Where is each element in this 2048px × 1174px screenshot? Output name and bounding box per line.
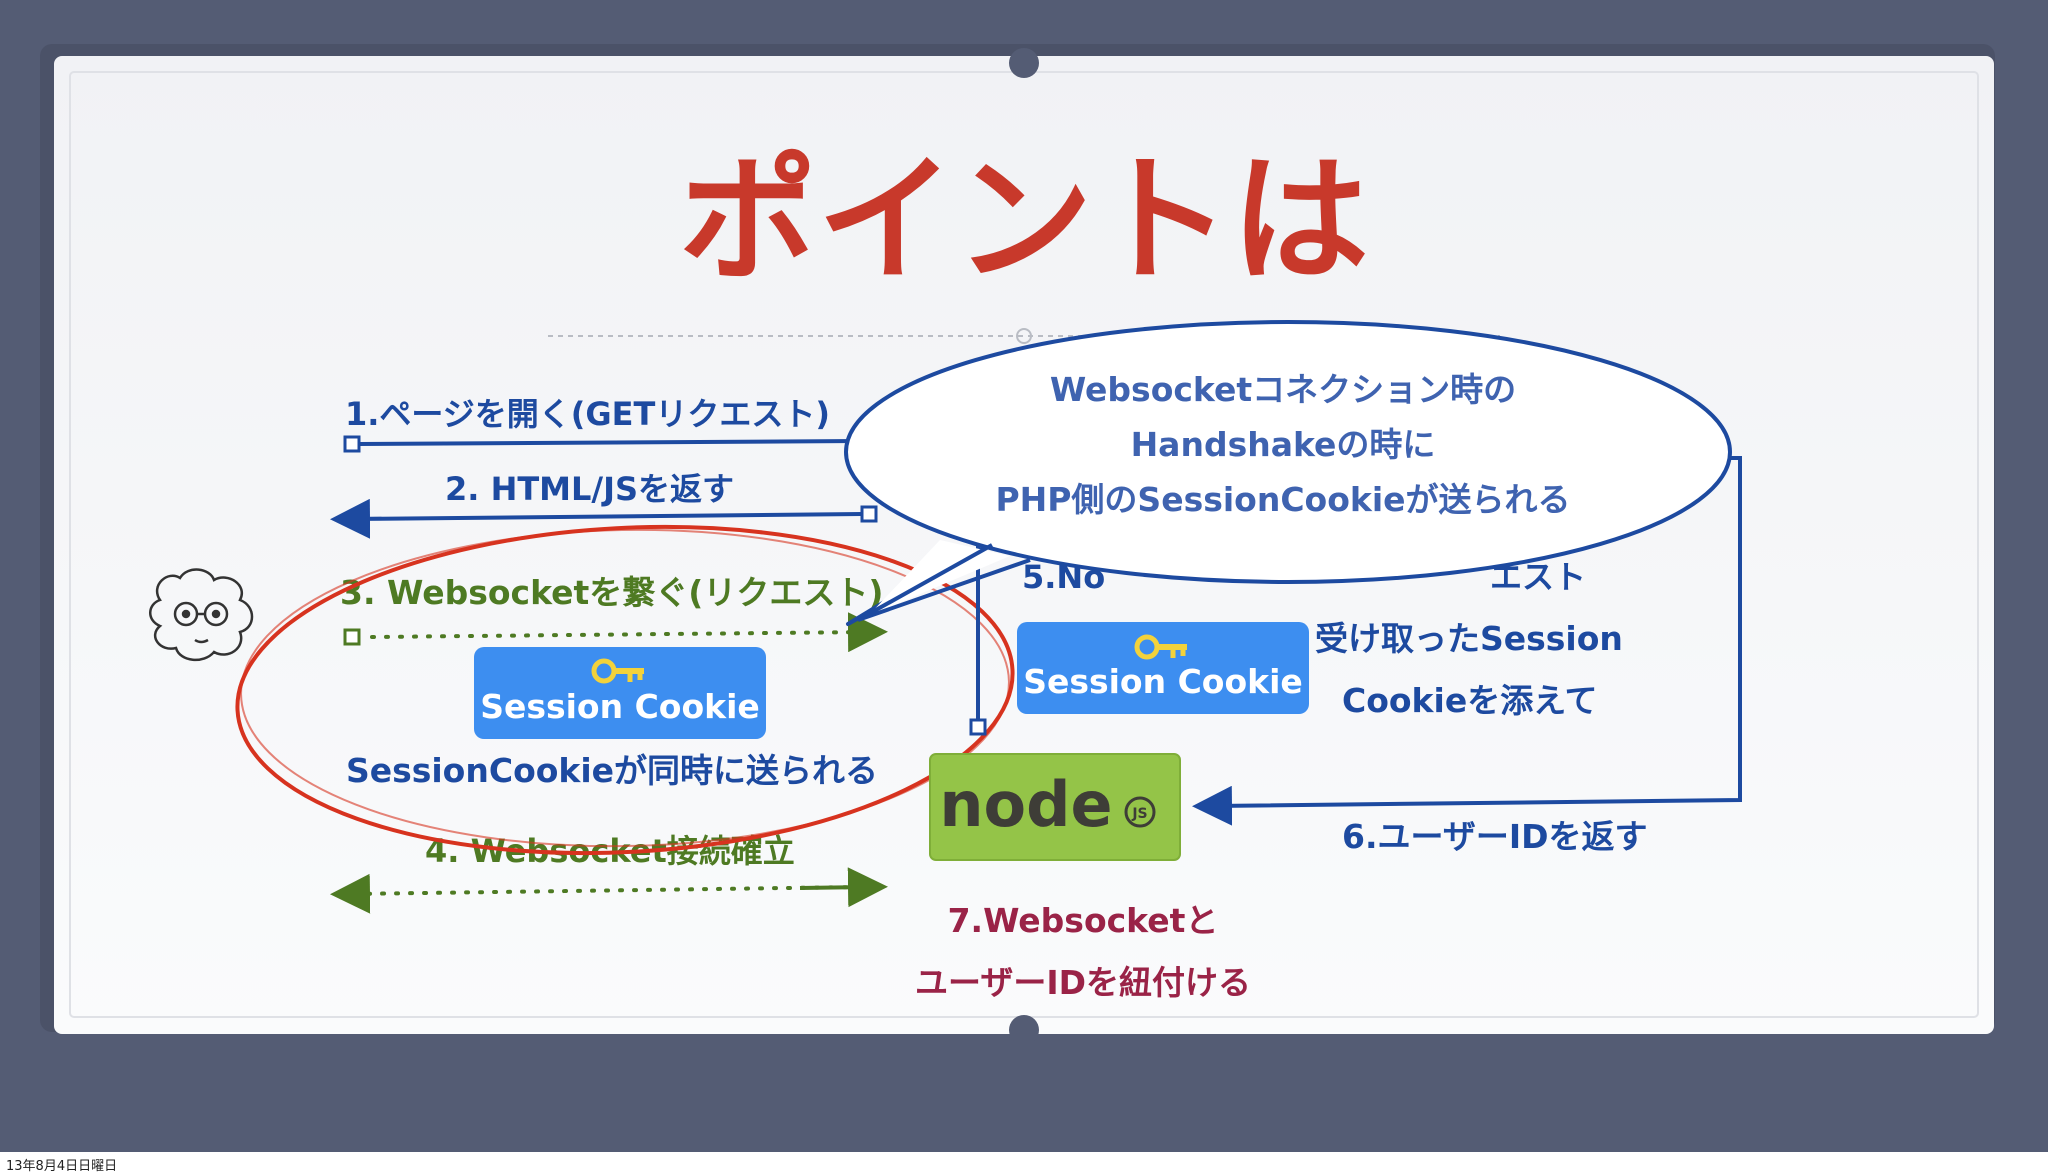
bottom-pin bbox=[1009, 1015, 1039, 1045]
step-7-line-1: 7.Websocketと bbox=[948, 901, 1219, 940]
callout-bubble: Websocketコネクション時の Handshakeの時に PHP側のSess… bbox=[844, 320, 1732, 626]
date-footer: 13年8月4日日曜日 bbox=[6, 1159, 118, 1174]
key-icon bbox=[591, 658, 644, 684]
callout-tail-edge-2 bbox=[857, 558, 1031, 622]
step-7-line-2: ユーザーIDを紐付ける bbox=[915, 963, 1251, 1002]
step-4-dotted-arrow-right bbox=[799, 867, 888, 908]
callout-tail-fill bbox=[868, 540, 1010, 616]
highlight-circle-stroke-2 bbox=[240, 528, 1010, 848]
step-3-label: 3. Websocketを繋ぐ(リクエスト) bbox=[340, 573, 883, 612]
step-6-label: 6.ユーザーIDを返す bbox=[1342, 817, 1648, 856]
step-1-start-node bbox=[343, 435, 361, 453]
divider-knob bbox=[1016, 328, 1032, 344]
cookie-badge-label: Session Cookie bbox=[1023, 662, 1303, 701]
session-cookie-badge-right: Session Cookie bbox=[1017, 622, 1309, 714]
highlight-circle bbox=[235, 524, 1015, 856]
step-2-start-node bbox=[860, 505, 878, 523]
callout-line-1: Websocketコネクション時の bbox=[1050, 370, 1516, 409]
step-4-dotted-arrow-left bbox=[330, 873, 862, 914]
step-3-dotted-arrow bbox=[370, 612, 888, 653]
step-1-label: 1.ページを開く(GETリクエスト) bbox=[345, 395, 830, 433]
node-logo-suffix: JS bbox=[1131, 806, 1147, 822]
step-3-start-node bbox=[343, 628, 361, 646]
step-5-line-2: Cookieを添えて bbox=[1342, 681, 1598, 720]
step-5-node bbox=[969, 718, 987, 736]
step-5-line-1: 受け取ったSession bbox=[1315, 619, 1623, 658]
session-cookie-badge-left: Session Cookie bbox=[474, 647, 766, 739]
step-1-arrow bbox=[358, 439, 861, 446]
top-pin bbox=[1009, 48, 1039, 78]
nodejs-logo: node JS bbox=[929, 753, 1181, 861]
highlight-caption: SessionCookieが同時に送られる bbox=[346, 751, 878, 790]
callout-line-3: PHP側のSessionCookieが送られる bbox=[995, 480, 1570, 519]
callout-ellipse bbox=[844, 320, 1732, 584]
step-2-label: 2. HTML/JSを返す bbox=[445, 470, 734, 508]
callout-line-2: Handshakeの時に bbox=[1131, 425, 1436, 464]
node-logo-text: node bbox=[939, 768, 1112, 841]
user-avatar-doodle bbox=[149, 568, 254, 661]
key-icon bbox=[1134, 634, 1187, 660]
cookie-badge-label: Session Cookie bbox=[480, 687, 760, 726]
step-2-arrow bbox=[330, 498, 863, 539]
slide-title: ポイントは bbox=[679, 140, 1369, 301]
callout-tail-edge-1 bbox=[857, 543, 993, 622]
